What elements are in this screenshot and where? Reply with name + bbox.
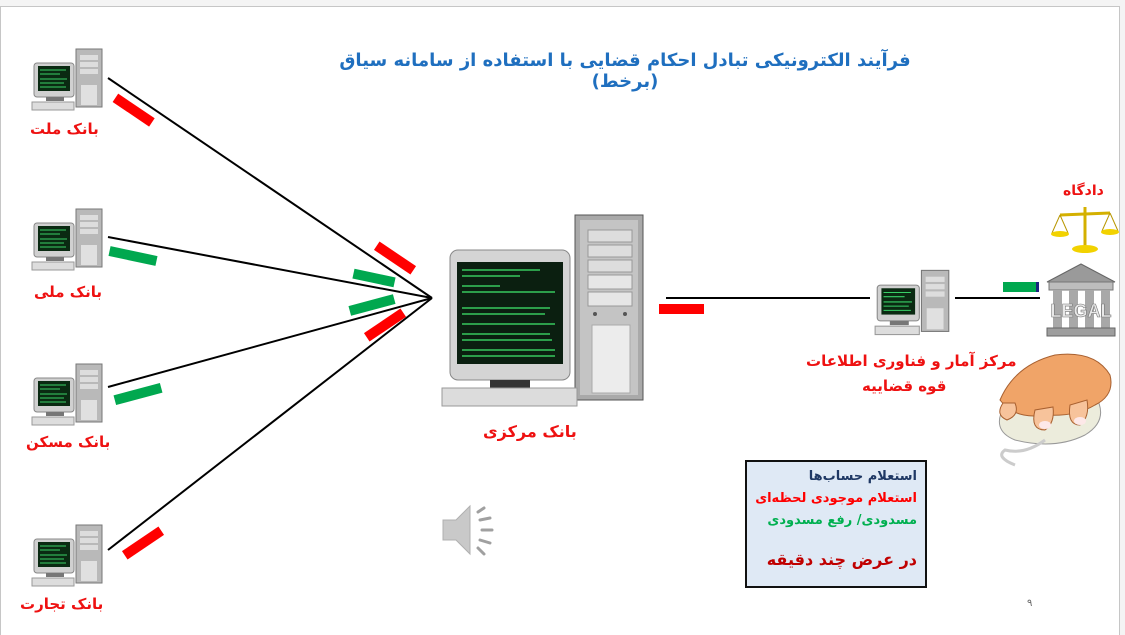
speaker-icon[interactable] [440,500,498,560]
bank-label-maskan: بانک مسکن [26,433,111,451]
connection-lines [107,77,1040,551]
request-bar [373,241,417,275]
request-bar [659,304,704,314]
computer-icon [874,269,950,336]
courthouse-text: LEGAL [1051,301,1112,321]
bank-label-melli: بانک ملی [34,283,103,301]
computer-icon [31,524,103,587]
computer-icon [31,48,103,111]
response-bar [113,382,163,406]
hand-on-mouse-icon [998,353,1112,467]
response-bar [352,268,396,288]
court-label: دادگاه [1063,183,1104,199]
computer-icon [441,214,644,407]
central-bank-label: بانک مرکزی [483,422,577,441]
response-bar [1003,282,1038,292]
computer-icon [31,363,103,426]
info-line-account-inquiry: استعلام حساب‌ها [808,469,917,484]
computer-icon [31,208,103,271]
request-bar [112,93,155,127]
info-footer: در عرض چند دقیقه [766,550,917,569]
request-bar [363,308,407,342]
courthouse-icon: LEGAL [1046,263,1116,337]
judiciary-center-label-line1: مرکز آمار و فناوری اطلاعات [806,352,1017,370]
info-line-balance-inquiry: استعلام موجودی لحظه‌ای [755,491,917,506]
page-number: ۹ [1027,598,1033,609]
response-bar [108,246,158,266]
slide-title: فرآیند الکترونیکی تبادل احکام قضایی با ا… [339,50,911,92]
judiciary-center-label-line2: قوه قضاییه [862,377,947,395]
bank-label-mellat: بانک ملت [30,120,99,138]
response-bar [348,294,396,316]
info-line-block-unblock: مسدودی/ رفع مسدودی [767,513,917,528]
request-bar [121,526,165,560]
scales-of-justice-icon [1051,207,1119,253]
info-box: استعلام حساب‌ها استعلام موجودی لحظه‌ای م… [745,460,927,588]
bank-label-tejarat: بانک تجارت [20,595,104,613]
